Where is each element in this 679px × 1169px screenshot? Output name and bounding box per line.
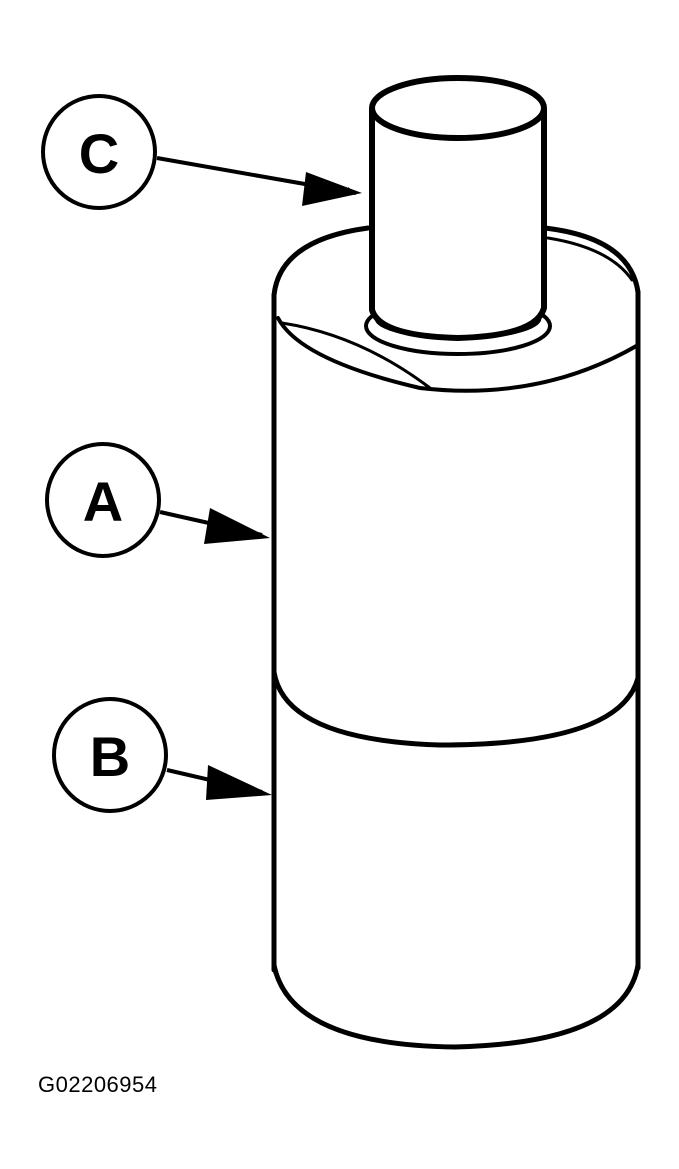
callout-a-circle: [45, 442, 161, 558]
callout-a-arrowhead: [204, 508, 270, 544]
callout-b-circle: [52, 697, 168, 813]
plunger: [364, 75, 552, 356]
cylinder-top-rim: [271, 225, 371, 298]
callout-c-circle: [41, 94, 157, 210]
callout-a-label: A: [83, 470, 123, 533]
top-face: [276, 236, 640, 393]
callout-a: A: [45, 442, 270, 558]
callout-c-arrowhead: [302, 172, 362, 206]
cylinder-body: [271, 225, 641, 1050]
cylinder-bottom-edge: [271, 962, 641, 1050]
figure-id: G02206954: [38, 1072, 158, 1097]
plunger-top: [369, 75, 547, 141]
cylinder-top-rim-right: [542, 225, 641, 295]
top-face-inner-line: [280, 321, 432, 390]
top-face-back-inner: [546, 236, 634, 282]
plunger-shaft: [369, 107, 547, 341]
callout-b-label: B: [90, 725, 130, 788]
callout-c-label: C: [79, 122, 119, 185]
callout-c: C: [41, 94, 362, 210]
callout-b-arrowhead: [206, 765, 272, 800]
top-face-front-edge: [276, 316, 640, 393]
callout-b: B: [52, 697, 272, 813]
section-divider: [271, 669, 641, 748]
